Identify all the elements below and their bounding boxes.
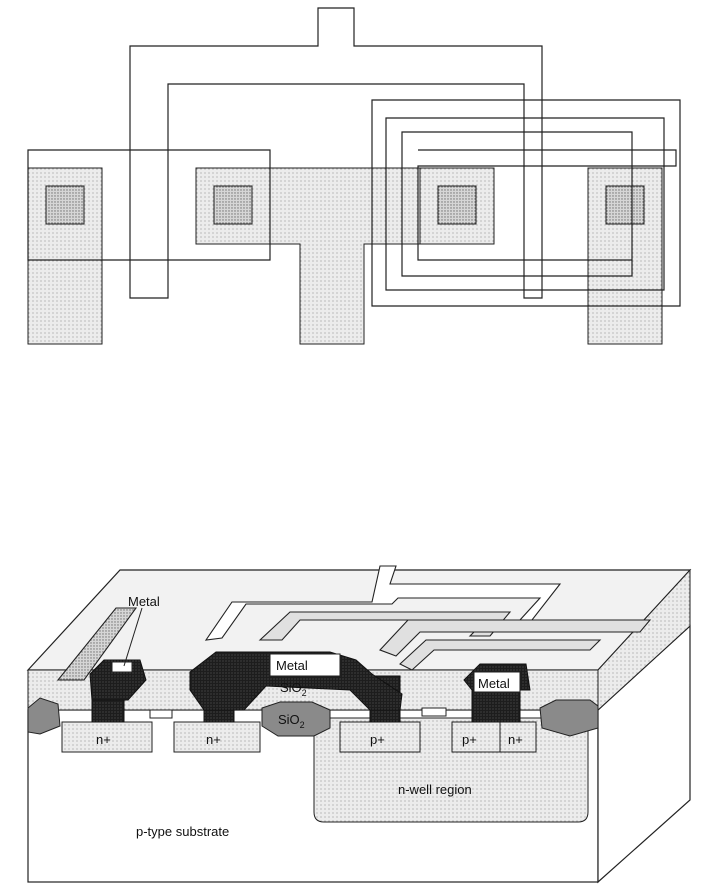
cross-section-view: Metal Metal SiO2 SiO2 Metal n+ n+ p+ p+ …: [26, 565, 692, 884]
contact-3: [437, 185, 477, 225]
field-oxide-center: [261, 701, 331, 737]
metal-line-left: [27, 149, 271, 261]
metal-top-right: [473, 671, 521, 693]
gate-poly-2: [421, 707, 447, 717]
metal-leader-line: [123, 607, 143, 667]
label-sio2-lower: SiO2: [278, 712, 305, 730]
metal-top-left: [111, 661, 133, 673]
nplus-diffusion-1: [61, 721, 153, 753]
metal-strip-right-loop: [379, 619, 652, 657]
field-oxide-right: [539, 699, 599, 737]
contact-2: [213, 185, 253, 225]
contact-1: [45, 185, 85, 225]
metal-line-right-inner2: [401, 131, 633, 277]
metal-line-top: [129, 7, 543, 299]
label-nplus-3: n+: [508, 732, 523, 747]
metal-top-center: [269, 653, 341, 677]
label-metal-left: Metal: [128, 594, 160, 609]
label-nplus-2: n+: [206, 732, 221, 747]
layout-plan-view: [27, 7, 681, 345]
label-substrate: p-type substrate: [136, 824, 229, 839]
label-metal-right: Metal: [478, 676, 510, 691]
contact-4: [605, 185, 645, 225]
label-pplus-2: p+: [462, 732, 477, 747]
metal-slab-center: [189, 651, 403, 711]
metal-strip-right-inner: [399, 639, 602, 671]
pplus-diffusion-1: [339, 721, 421, 753]
nplus-diffusion-3: [499, 721, 537, 753]
label-sio2-center: SiO2: [280, 680, 307, 698]
field-oxide-left: [27, 697, 61, 735]
gate-poly-1: [149, 709, 173, 719]
metal-strip-mid: [258, 611, 512, 641]
metal-line-right-inner: [385, 117, 665, 291]
label-nplus-1: n+: [96, 732, 111, 747]
label-metal-center: Metal: [276, 658, 308, 673]
label-pplus-1: p+: [370, 732, 385, 747]
metal-strip-top-left: [56, 607, 138, 681]
label-nwell: n-well region: [398, 782, 472, 797]
pplus-diffusion-2: [451, 721, 501, 753]
oxide-side: [597, 568, 691, 712]
metal-line-right-outer: [371, 99, 681, 307]
metal-line-right-inner3: [417, 149, 677, 261]
